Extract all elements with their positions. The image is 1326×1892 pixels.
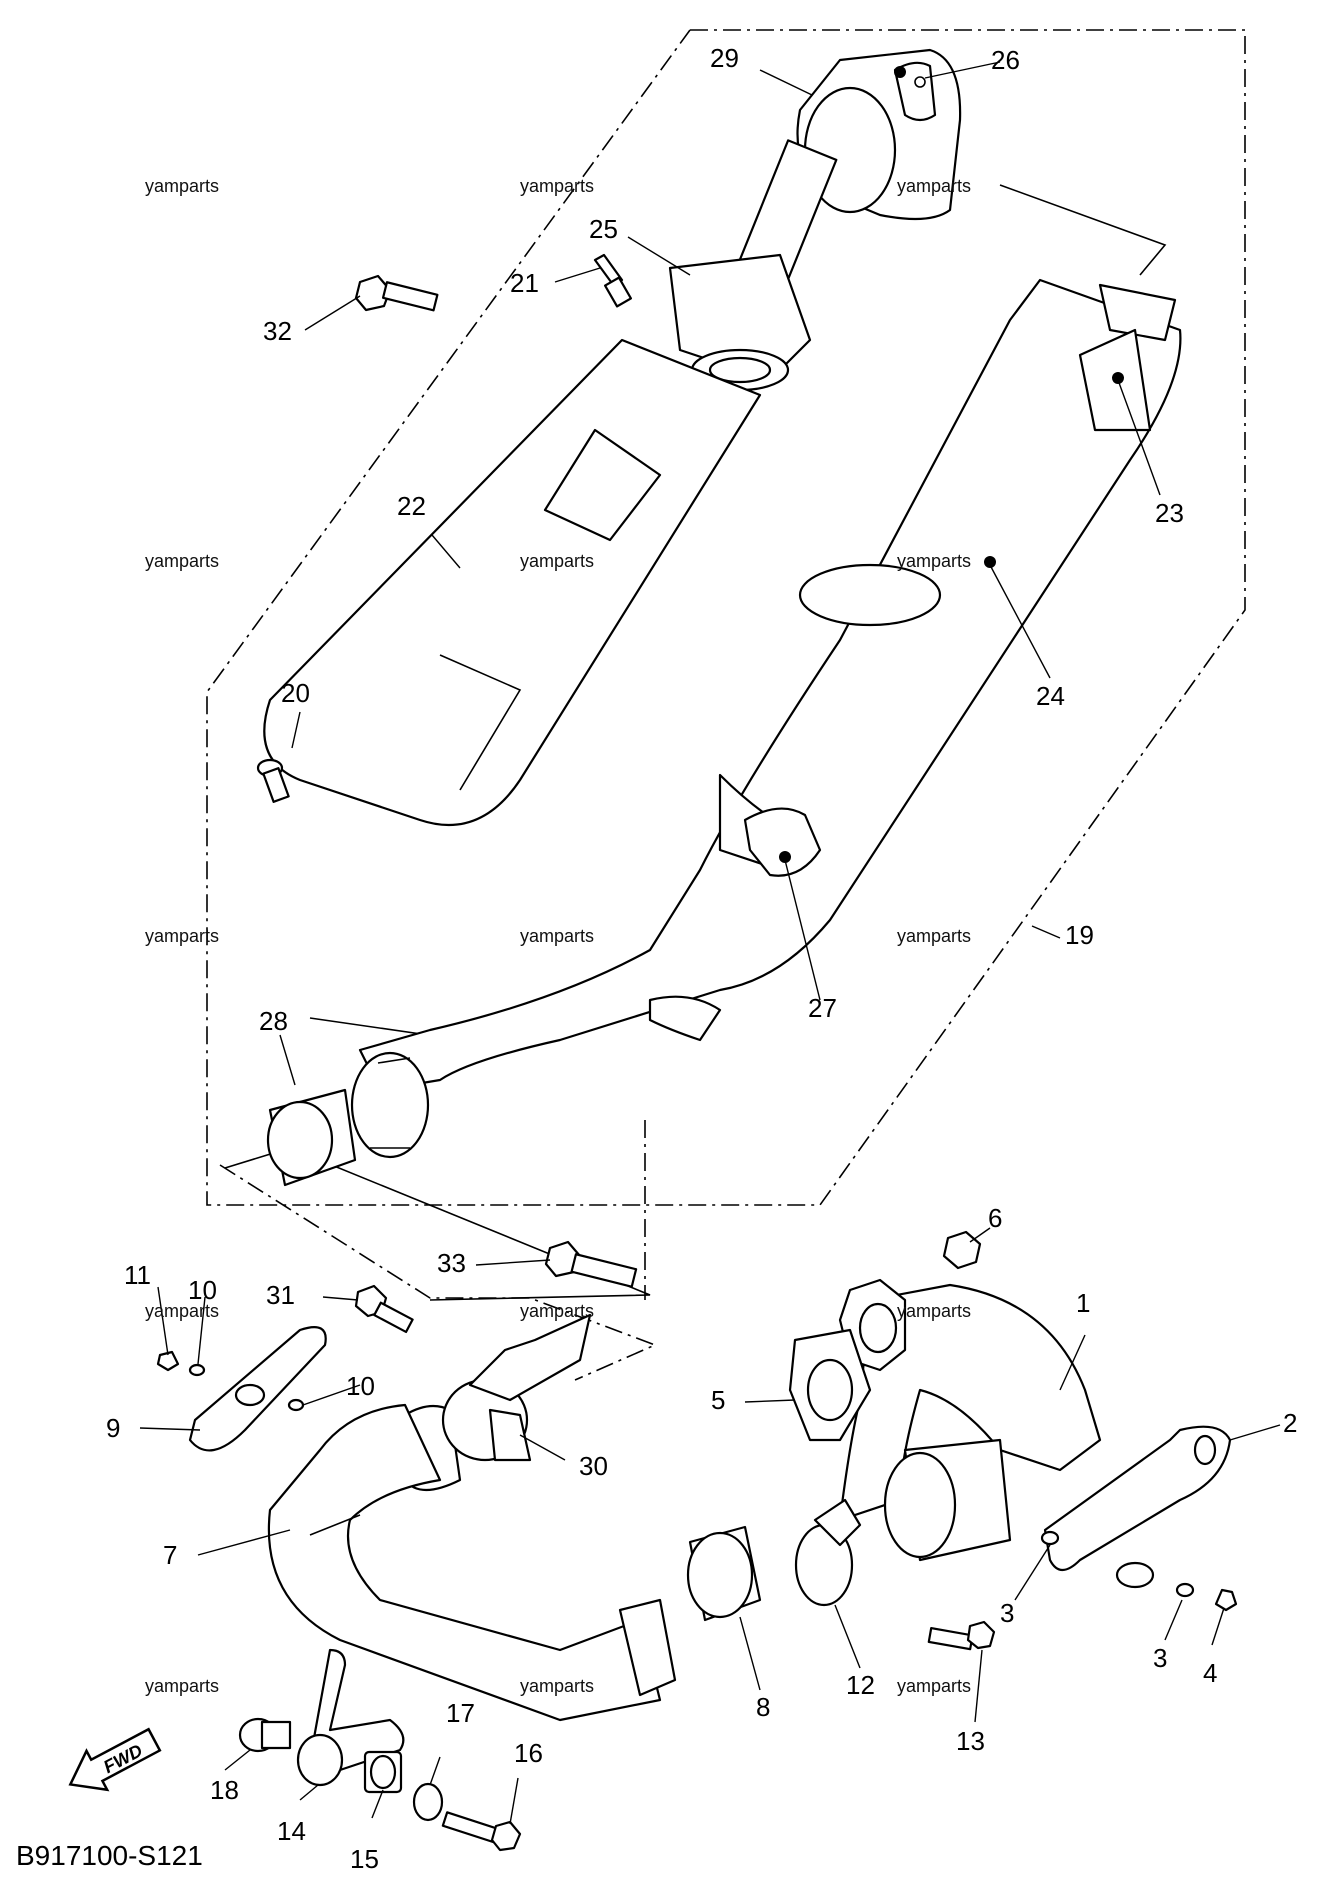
callout-7: 7 (163, 1540, 178, 1570)
watermark: yamparts (897, 926, 972, 946)
callout-19: 19 (1065, 920, 1094, 950)
washer-10b (287, 1398, 305, 1412)
clamp-12 (794, 1498, 862, 1607)
callout-16: 16 (514, 1738, 543, 1768)
filled-dot-icon (779, 851, 791, 863)
callout-9: 9 (106, 1413, 121, 1443)
bolt-32 (354, 274, 439, 312)
watermark: yamparts (897, 551, 972, 571)
callout-15: 15 (350, 1844, 379, 1874)
bolt-33 (544, 1240, 638, 1288)
washer-10a (188, 1363, 206, 1377)
watermark: yamparts (145, 176, 220, 196)
heat-shield-9 (188, 1326, 327, 1452)
callout-3b: 3 (1153, 1643, 1168, 1673)
filled-dot-icon (984, 556, 996, 568)
callout-29: 29 (710, 43, 739, 73)
bracket-22 (999, 184, 1167, 276)
exhaust-pipe-1 (838, 1278, 1102, 1562)
callout-30: 30 (579, 1451, 608, 1481)
plate-27 (743, 807, 822, 877)
diagram-code: B917100-S121 (16, 1840, 203, 1871)
callout-13: 13 (956, 1726, 985, 1756)
callout-18: 18 (210, 1775, 239, 1805)
bracket-22-lower (309, 1017, 429, 1036)
callout-23: 23 (1155, 498, 1184, 528)
washer-17 (412, 1782, 444, 1822)
collar-18 (238, 1717, 292, 1753)
watermark: yamparts (520, 1301, 595, 1321)
front-pipe-7 (267, 1403, 677, 1722)
callout-32: 32 (263, 316, 292, 346)
callout-33: 33 (437, 1248, 466, 1278)
watermark: yamparts (520, 926, 595, 946)
heat-shield-2 (1043, 1425, 1232, 1589)
muffler-inlet (350, 1051, 430, 1159)
filled-dot-icon (894, 66, 906, 78)
watermark: yamparts (897, 176, 972, 196)
callout-10b: 10 (346, 1371, 375, 1401)
callout-6: 6 (988, 1203, 1003, 1233)
callout-17: 17 (446, 1698, 475, 1728)
filled-dot-icon (1112, 372, 1124, 384)
watermark: yamparts (520, 176, 595, 196)
sleeve-8 (686, 1525, 762, 1622)
watermark: yamparts (520, 1676, 595, 1696)
gasket-5 (788, 1328, 872, 1442)
callout-8: 8 (756, 1692, 771, 1722)
callout-4: 4 (1203, 1658, 1218, 1688)
callout-2: 2 (1283, 1408, 1298, 1438)
callout-1: 1 (1076, 1288, 1091, 1318)
assembly-19-boundary (206, 29, 1246, 1206)
end-cap-29 (734, 48, 962, 291)
rivet-21 (593, 253, 633, 308)
nut-6 (942, 1230, 982, 1270)
gasket-28 (266, 1088, 357, 1187)
callout-27: 27 (808, 993, 837, 1023)
callout-3a: 3 (1000, 1598, 1015, 1628)
watermark: yamparts (897, 1301, 972, 1321)
watermark: yamparts (145, 926, 220, 946)
callout-5: 5 (711, 1385, 726, 1415)
callout-12: 12 (846, 1670, 875, 1700)
callout-10a: 10 (188, 1275, 217, 1305)
damper-15 (363, 1750, 403, 1794)
bracket-14 (296, 1648, 405, 1787)
screw-11 (156, 1350, 180, 1372)
callout-20: 20 (281, 678, 310, 708)
callout-14: 14 (277, 1816, 306, 1846)
heat-shield-22 (263, 338, 762, 827)
bracket-33 (219, 1164, 658, 1381)
callout-22: 22 (397, 491, 426, 521)
bolt-20 (256, 758, 290, 803)
clamp-30 (441, 1313, 592, 1462)
callout-11: 11 (124, 1260, 151, 1290)
watermark: yamparts (145, 1676, 220, 1696)
callout-25: 25 (589, 214, 618, 244)
fwd-arrow-icon: FWD (68, 1727, 162, 1792)
callout-24: 24 (1036, 681, 1065, 711)
watermark: yamparts (897, 1676, 972, 1696)
bracket-28 (224, 1147, 651, 1301)
bolt-13 (927, 1620, 996, 1651)
bolt-16 (441, 1811, 522, 1852)
washer-3b (1175, 1582, 1195, 1598)
leader-lines (139, 61, 1281, 1825)
callout-28: 28 (259, 1006, 288, 1036)
washer-3a (1040, 1530, 1060, 1546)
callout-26: 26 (991, 45, 1020, 75)
watermark: yamparts (145, 1301, 220, 1321)
callout-21: 21 (510, 268, 539, 298)
callout-31: 31 (266, 1280, 295, 1310)
watermark: yamparts (145, 551, 220, 571)
bolt-4 (1214, 1588, 1238, 1612)
bolt-31 (354, 1284, 414, 1334)
watermark: yamparts (520, 551, 595, 571)
